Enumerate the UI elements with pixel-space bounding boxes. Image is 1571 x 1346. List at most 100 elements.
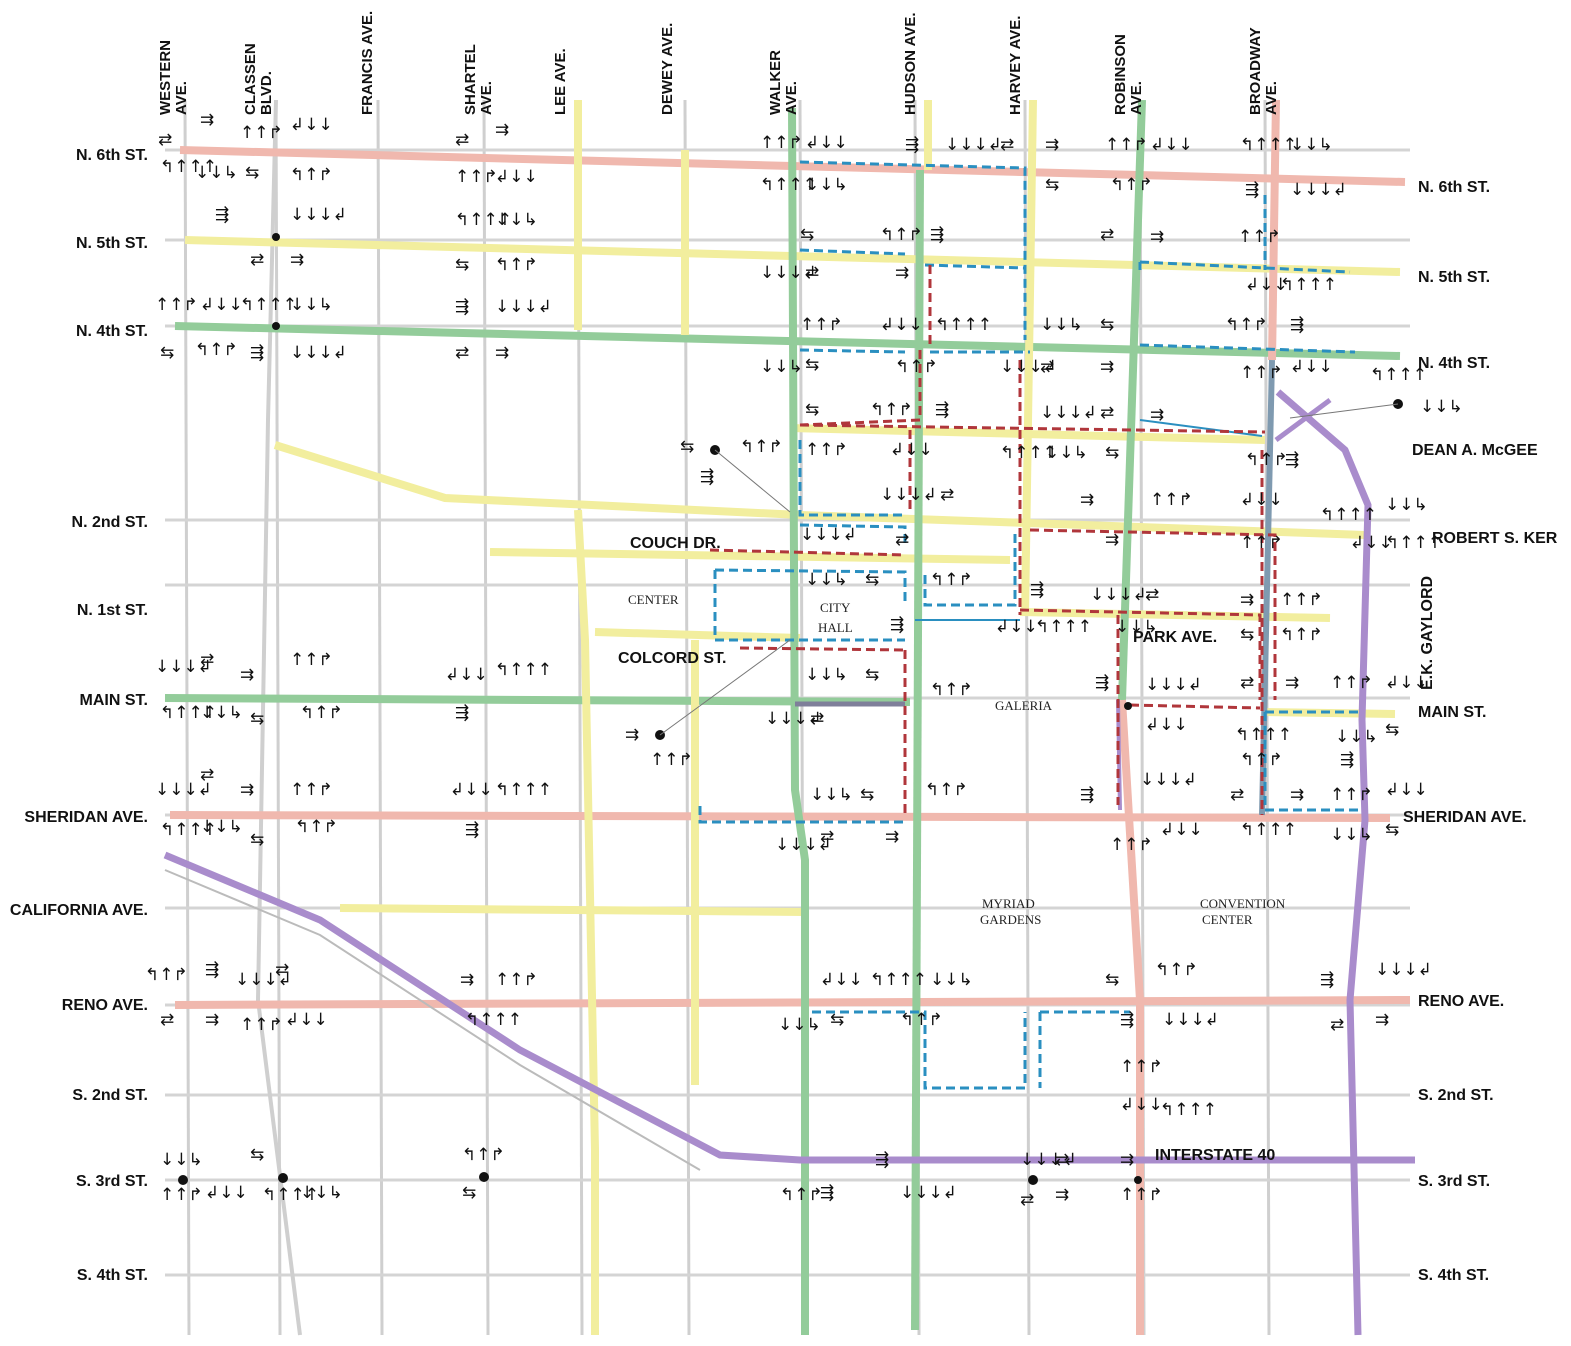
lane-arrow-icon: ⇉ [495, 343, 509, 363]
lane-arrow-icon: ⇉ [240, 780, 254, 800]
lane-arrow-icon: ↓↓↳ [1420, 397, 1463, 417]
avenue-label: LEE AVE. [552, 48, 569, 115]
lane-arrow-icon: ↓↓↓↲ [945, 135, 1002, 155]
n2nd-st-road [273, 441, 1366, 539]
avenue-label-line1: CLASSEN [242, 43, 259, 115]
lane-arrow-icon: ↓↓↳ [200, 817, 243, 837]
callout-line [659, 639, 791, 736]
lane-arrow-icon: ↰↑↑↑ [495, 780, 552, 800]
lane-arrow-icon: ↰↑↱ [1110, 175, 1153, 195]
red-dashed-route [709, 265, 1277, 815]
street-label-right: SHERIDAN AVE. [1403, 809, 1527, 826]
avenue-label-line1: HUDSON AVE. [902, 12, 919, 115]
lane-arrow-icon: ↓↓↳ [1040, 315, 1083, 335]
street-label-left: MAIN ST. [80, 692, 148, 709]
classen-blvd-road [255, 99, 302, 1336]
lane-arrow-icon: ↑↑↱ [1240, 363, 1283, 383]
couch-dr-label: COUCH DR. [630, 535, 721, 552]
lane-arrow-icon: ↲↓↓ [1385, 673, 1428, 693]
lane-arrow-icon: ↓↓↓↲ [765, 709, 822, 729]
lane-arrow-icon: ⇉ [200, 110, 214, 130]
lane-arrow-icon: ↰↑↱ [870, 400, 913, 420]
lane-arrow-icon: ⇶ [905, 135, 919, 155]
lane-arrow-icon: ⇉ [240, 665, 254, 685]
local-street-line [482, 99, 490, 1336]
lane-arrow-icon: ↓↓↳ [1330, 825, 1373, 845]
lane-arrow-icon: ⇄ [1100, 403, 1114, 423]
lane-arrow-icon: ↓↓↳ [200, 703, 243, 723]
avenue-label-line1: DEWEY AVE. [659, 23, 676, 115]
signal-dot [1028, 1175, 1038, 1185]
lane-arrow-icon: ↓↓↓↲ [1090, 585, 1147, 605]
lane-arrow-icon: ↓↓↓↲ [1020, 1150, 1077, 1170]
lane-arrow-icon: ⇶ [1290, 315, 1304, 335]
lane-arrow-icon: ↑↑↱ [155, 295, 198, 315]
robinson-south-road [1118, 699, 1144, 1335]
lane-arrow-icon: ↓↓↓↲ [290, 205, 347, 225]
lane-arrow-icon: ↓↓↳ [1045, 443, 1088, 463]
interstate-40-outline [164, 869, 701, 1171]
lane-arrow-icon: ⇶ [1080, 785, 1094, 805]
lane-arrow-icon: ⇶ [700, 467, 714, 487]
lane-arrow-icon: ⇉ [1045, 135, 1059, 155]
lane-arrow-icon: ↰↑↱ [930, 680, 973, 700]
lane-arrow-icon: ↑↑↱ [1280, 590, 1323, 610]
lane-arrow-icon: ⇄ [895, 530, 909, 550]
lane-arrow-icon: ↲↓↓ [1120, 1095, 1163, 1115]
lane-arrow-icon: ↰↑↑↑ [870, 970, 927, 990]
callout-line [714, 449, 791, 513]
street-label-left: CALIFORNIA AVE. [10, 902, 148, 919]
lane-arrow-icon: ↰↑↑↑ [935, 315, 992, 335]
lane-arrow-icon: ⇆ [800, 225, 814, 245]
lane-arrow-icon: ↰↑↱ [495, 255, 538, 275]
lane-arrow-icon: ↑↑↱ [455, 167, 498, 187]
lane-arrow-icon: ↑↑↱ [495, 970, 538, 990]
lane-arrow-icon: ↲↓↓ [1385, 780, 1428, 800]
avenue-label: DEWEY AVE. [659, 23, 676, 115]
signal-dot [479, 1172, 489, 1182]
lane-arrow-icon: ⇆ [1100, 315, 1114, 335]
local-street-line [183, 99, 191, 1336]
lane-arrow-icon: ↲↓↓ [1245, 275, 1288, 295]
avenue-label-line1: SHARTEL [462, 44, 479, 115]
lane-arrow-icon: ↰↑↑↑ [465, 1010, 522, 1030]
lane-arrow-icon: ↓↓↓↲ [775, 835, 832, 855]
broadway-south-road [1259, 359, 1275, 816]
avenue-label: HUDSON AVE. [902, 12, 919, 115]
lane-arrow-icon: ↑↑↱ [160, 1185, 203, 1205]
lane-arrow-icon: ⇶ [1285, 450, 1299, 470]
lane-arrow-icon: ⇶ [1340, 750, 1354, 770]
lane-arrow-icon: ⇆ [830, 1010, 844, 1030]
lane-arrow-icon: ⇆ [250, 709, 264, 729]
street-corridors [163, 99, 1415, 1336]
lane-arrow-icon: ↲↓↓ [205, 1183, 248, 1203]
lane-arrow-icon: ↓↓↳ [290, 295, 333, 315]
signal-dot [1134, 1176, 1142, 1184]
avenue-label-line2: AVE. [173, 81, 190, 115]
street-label-left: N. 6th ST. [76, 147, 148, 164]
lane-arrow-icon: ↓↓↓↲ [1162, 1010, 1219, 1030]
lane-arrow-icon: ⇆ [1105, 970, 1119, 990]
lane-arrow-icon: ⇉ [1150, 227, 1164, 247]
avenue-label-line1: WESTERN [157, 40, 174, 115]
street-label-left: N. 1st ST. [77, 602, 148, 619]
signal-dot [178, 1175, 188, 1185]
lane-arrow-icon: ↰↑↑↑ [160, 157, 217, 177]
lane-arrow-icon: ↲↓↓ [290, 115, 333, 135]
lane-arrow-icon: ↰↑↑↑ [240, 295, 297, 315]
lane-arrow-glyphs: ⇄⇉↑↑↱↲↓↓↰↑↑↑↓↓↳⇆↰↑↱⇶↓↓↓↲⇄⇉↑↑↱↲↓↓↰↑↑↑↓↓↳⇆… [145, 110, 1463, 1210]
lane-arrow-icon: ↰↑↑↑ [262, 1185, 319, 1205]
lane-arrow-icon: ↓↓↓↲ [1140, 770, 1197, 790]
street-label-right: S. 2nd ST. [1418, 1087, 1494, 1104]
lane-arrow-icon: ⇄ [1000, 135, 1014, 155]
lane-arrow-icon: ↲↓↓ [1160, 820, 1203, 840]
lane-arrow-icon: ⇶ [875, 1150, 889, 1170]
lane-arrow-icon: ↓↓↳ [805, 665, 848, 685]
city-hall-label-2: HALL [818, 620, 853, 635]
lee-ave-road [574, 100, 599, 1335]
lane-arrow-icon: ↑↑↱ [290, 650, 333, 670]
lane-arrow-icon: ⇆ [1385, 820, 1399, 840]
